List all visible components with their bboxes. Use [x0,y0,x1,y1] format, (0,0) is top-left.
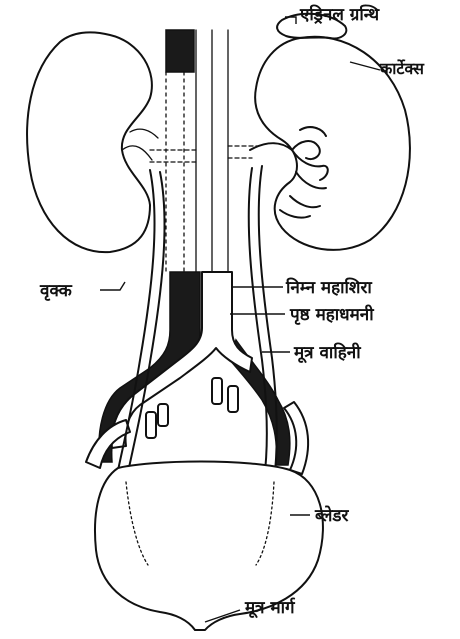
label-kidney: वृक्क [39,281,73,301]
label-urethra: मूत्र मार्ग [244,597,296,619]
lower-vessels [86,272,308,474]
label-adrenal-gland: एड्रिनल ग्रन्थि [299,4,380,25]
label-cortex: कार्टेक्स [379,59,425,78]
left-kidney [27,32,158,252]
upper-vessels [150,30,258,272]
right-kidney [250,14,410,250]
label-bladder: ब्लेडर [314,505,350,526]
label-inferior-vena-cava: निम्न महाशिरा [285,277,372,298]
label-ureter: मूत्र वाहिनी [293,342,361,364]
label-dorsal-aorta: पृष्ठ महाधमनी [289,304,374,325]
